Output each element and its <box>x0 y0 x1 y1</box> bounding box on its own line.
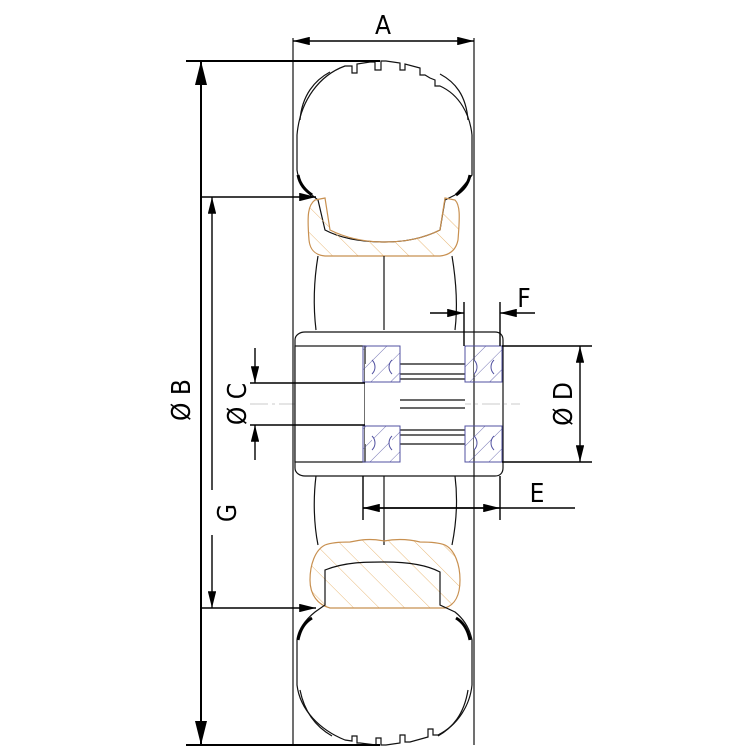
dimension-d-label: Ø D <box>549 382 579 426</box>
dimension-b: Ø B <box>167 60 380 746</box>
dimension-c: Ø C <box>223 348 365 460</box>
bottom-tyre-section <box>296 561 473 746</box>
bearing-right-bottom <box>464 425 503 463</box>
bottom-rim-section <box>309 538 461 609</box>
dimension-a: A <box>293 11 474 46</box>
dimension-f: F <box>430 284 535 346</box>
dimension-g: G <box>201 192 316 613</box>
dimension-g-label: G <box>213 504 243 522</box>
dimension-e-label: E <box>530 479 545 509</box>
dimension-a-label: A <box>375 11 391 41</box>
dimension-d: Ø D <box>502 345 592 463</box>
bearing-left-bottom <box>362 425 401 463</box>
bearing-left-top <box>362 345 401 383</box>
dimension-b-label: Ø B <box>167 379 197 421</box>
top-rim-section <box>307 197 460 257</box>
dimension-f-label: F <box>517 284 530 314</box>
bearing-right-top <box>464 345 503 383</box>
dimension-c-label: Ø C <box>223 383 253 425</box>
web-line-bottom-left <box>313 475 319 546</box>
web-line-top-left <box>313 255 319 331</box>
web-line-top-right <box>451 255 458 331</box>
dimension-e: E <box>362 476 575 520</box>
web-line-bottom-right <box>451 475 458 546</box>
